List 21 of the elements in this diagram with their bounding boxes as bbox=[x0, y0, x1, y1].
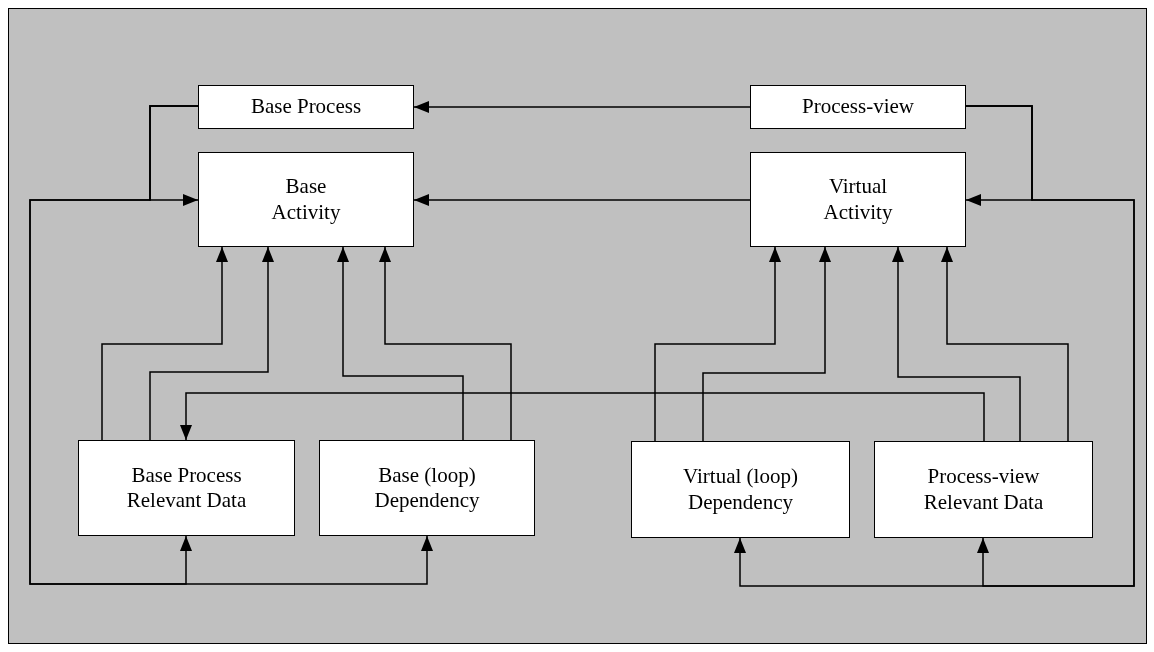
arrow bbox=[149, 246, 274, 441]
process-box: Process-view Relevant Data bbox=[874, 441, 1093, 538]
arrow bbox=[941, 246, 1069, 442]
process-box: Virtual Activity bbox=[750, 152, 966, 247]
process-box: Process-view bbox=[750, 85, 966, 129]
arrow bbox=[654, 246, 781, 442]
arrow bbox=[892, 246, 1021, 442]
arrow bbox=[29, 105, 433, 585]
arrow bbox=[413, 194, 751, 206]
process-box: Base Activity bbox=[198, 152, 414, 247]
process-box: Base Process Relevant Data bbox=[78, 440, 295, 536]
process-box: Virtual (loop) Dependency bbox=[631, 441, 850, 538]
arrow bbox=[337, 246, 464, 441]
arrow bbox=[702, 246, 831, 442]
arrow bbox=[413, 101, 751, 113]
process-box: Base (loop) Dependency bbox=[319, 440, 535, 536]
arrow bbox=[965, 105, 1135, 587]
arrow bbox=[180, 392, 985, 442]
arrow bbox=[379, 246, 512, 441]
arrow bbox=[101, 246, 228, 441]
process-box: Base Process bbox=[198, 85, 414, 129]
